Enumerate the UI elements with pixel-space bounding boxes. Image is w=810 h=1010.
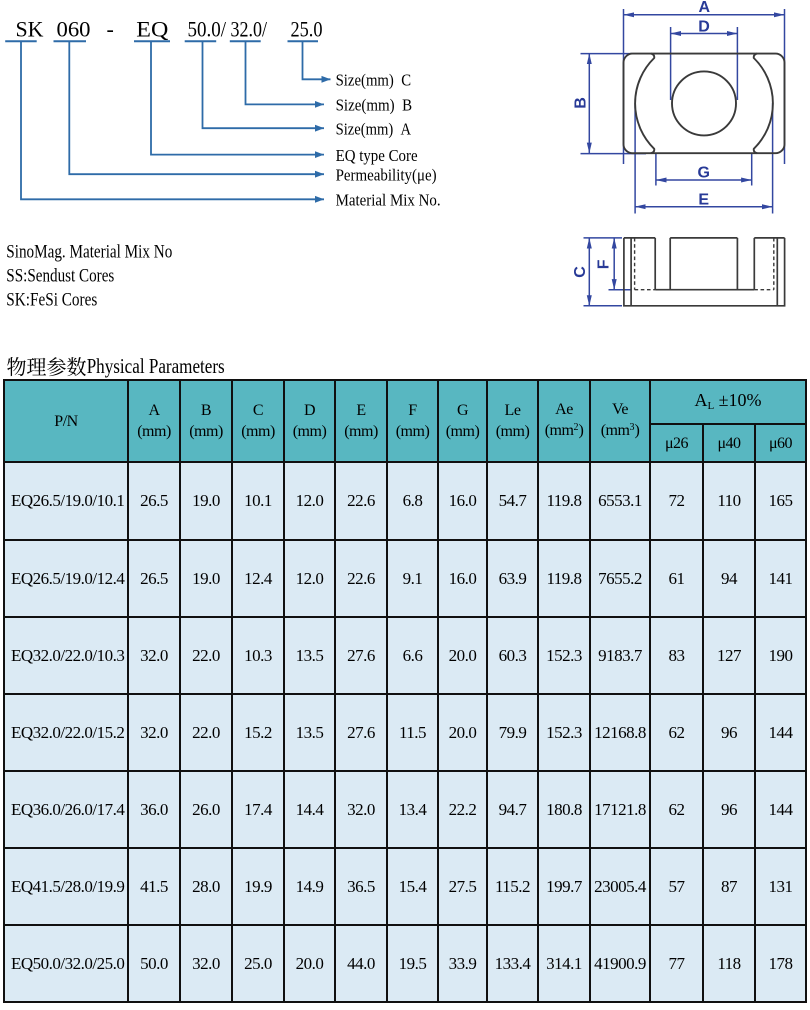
svg-text:EQ type Core: EQ type Core	[336, 146, 418, 165]
svg-text:A: A	[699, 0, 711, 16]
svg-text:Size(mm) B: Size(mm) B	[336, 96, 413, 115]
svg-text:C: C	[572, 266, 589, 278]
svg-text:SS:Sendust Cores: SS:Sendust Cores	[6, 266, 114, 287]
svg-text:Material Mix No.: Material Mix No.	[336, 191, 441, 210]
svg-text:EQ: EQ	[136, 17, 168, 42]
svg-text:D: D	[698, 19, 710, 36]
svg-text:32.0/: 32.0/	[231, 17, 268, 42]
svg-text:F: F	[596, 259, 613, 269]
svg-text:Size(mm) C: Size(mm) C	[336, 71, 412, 90]
svg-text:SinoMag. Material Mix No: SinoMag. Material Mix No	[6, 242, 172, 263]
svg-text:Permeability(μe): Permeability(μe)	[336, 166, 437, 185]
svg-text:E: E	[698, 192, 709, 209]
svg-text:50.0/: 50.0/	[188, 17, 227, 42]
svg-text:-: -	[107, 17, 114, 42]
svg-text:G: G	[697, 165, 709, 182]
svg-text:060: 060	[57, 17, 91, 42]
svg-text:25.0: 25.0	[291, 17, 323, 42]
svg-text:SK: SK	[16, 17, 44, 42]
svg-text:Size(mm) A: Size(mm) A	[336, 120, 412, 139]
svg-text:B: B	[573, 97, 590, 109]
svg-text:Physical Parameters: Physical Parameters	[87, 354, 225, 378]
svg-text:SK:FeSi Cores: SK:FeSi Cores	[6, 290, 97, 311]
